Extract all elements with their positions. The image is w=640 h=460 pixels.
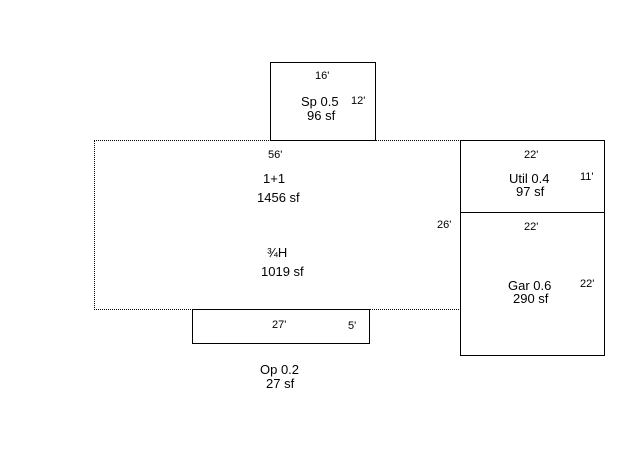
main-room-name: 1+1 — [263, 171, 286, 186]
sp-width-label: 16' — [315, 70, 330, 82]
room-gar-outline — [460, 212, 605, 356]
op-width-label: 27' — [272, 319, 287, 331]
main-height-label: 26' — [437, 219, 452, 231]
gar-room-name: Gar 0.6 — [508, 278, 552, 293]
op-room-name: Op 0.2 — [260, 362, 300, 377]
util-room-area: 97 sf — [516, 184, 545, 199]
sp-height-label: 12' — [351, 95, 366, 107]
gar-height-label: 22' — [580, 278, 595, 290]
gar-width-label: 22' — [524, 221, 539, 233]
util-room-name: Util 0.4 — [509, 171, 550, 186]
main-width-label: 56' — [268, 149, 283, 161]
gar-room-area: 290 sf — [513, 291, 549, 306]
room-op-outline — [192, 309, 370, 344]
half-room-name: ¾H — [267, 245, 288, 260]
sp-room-name: Sp 0.5 — [301, 94, 339, 109]
main-room-area: 1456 sf — [257, 190, 300, 205]
half-room-area: 1019 sf — [261, 264, 304, 279]
util-height-label: 11' — [580, 171, 594, 183]
op-room-area: 27 sf — [266, 376, 295, 391]
room-main-outline — [94, 140, 461, 310]
sp-room-area: 96 sf — [307, 108, 336, 123]
util-width-label: 22' — [524, 149, 539, 161]
op-height-label: 5' — [348, 320, 357, 332]
